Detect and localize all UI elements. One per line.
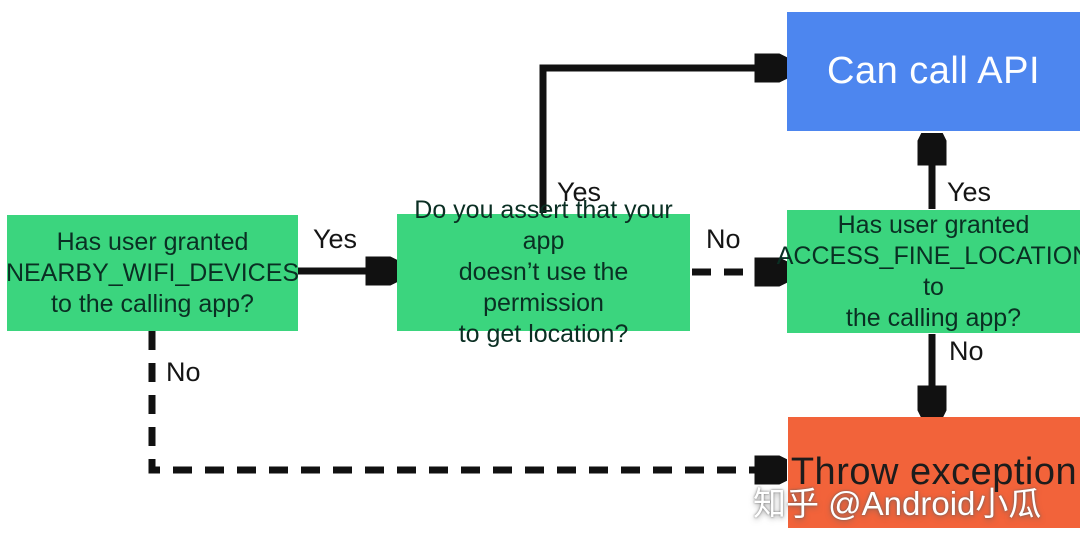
edge-label-yes-nearby-to-assert: Yes: [313, 224, 358, 254]
node-text-line: Has user granted: [837, 210, 1030, 239]
node-can-call-api: Can call API: [787, 12, 1080, 131]
node-access-fine-location-question: Has user granted ACCESS_FINE_LOCATION to…: [777, 210, 1080, 333]
node-nearby-wifi-devices-question: Has user granted NEARBY_WIFI_DEVICES to …: [5, 215, 300, 331]
node-assert-no-location-question: Do you assert that your app doesn’t use …: [397, 196, 690, 348]
node-text-line: doesn’t use the permission: [458, 258, 629, 317]
edge-label-no-assert-to-fine: No: [706, 224, 741, 254]
node-text-line: to the calling app?: [51, 289, 254, 318]
node-text-line: to get location?: [458, 320, 629, 348]
edge-assert-to-api-arrow: [539, 68, 781, 213]
node-text-line: ACCESS_FINE_LOCATION to: [776, 241, 1080, 301]
edge-nearby-to-throw-arrow: [148, 331, 781, 470]
edge-label-no-fine-to-throw: No: [949, 336, 984, 366]
edge-label-yes-assert-to-api: Yes: [557, 177, 602, 207]
node-text-line: the calling app?: [845, 303, 1022, 332]
node-text-line: Has user granted: [56, 227, 249, 256]
node-text-line: Do you assert that your app: [414, 196, 673, 255]
edge-label-yes-fine-to-api: Yes: [947, 177, 992, 207]
node-text-line: Throw exception: [790, 451, 1078, 493]
node-text-line: Can call API: [827, 50, 1040, 92]
zhihu-watermark: 知乎 @Android小瓜: [753, 485, 1042, 522]
edge-label-no-nearby-to-throw: No: [166, 357, 201, 387]
node-throw-exception: Throw exception: [788, 417, 1080, 528]
node-text-line: NEARBY_WIFI_DEVICES: [5, 258, 300, 287]
